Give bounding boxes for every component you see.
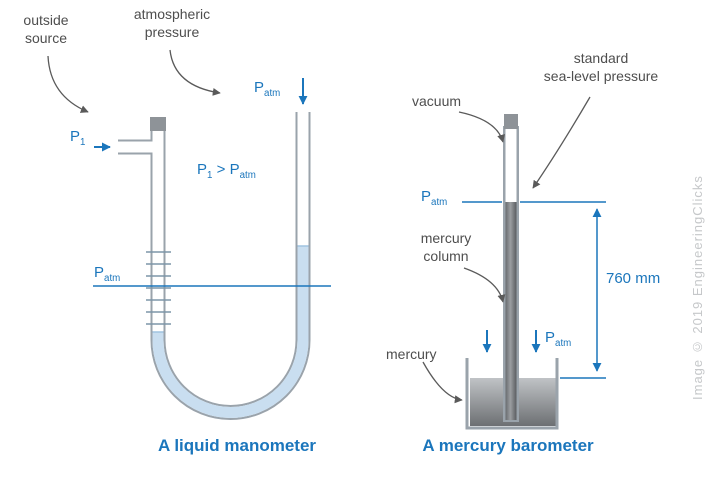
atmospheric-pressure-pointer-arrow	[169, 49, 221, 96]
outside-source-pointer-arrow	[47, 55, 89, 113]
patm-level-label-barometer: Patm	[421, 188, 448, 208]
patm-container-label: Patm	[545, 329, 572, 349]
manometer-u-tube	[150, 112, 311, 420]
manometer-cap	[150, 117, 166, 131]
vacuum-label: vacuum	[412, 93, 462, 109]
vacuum-pointer-arrow	[458, 111, 505, 143]
manometer-drawing	[47, 49, 331, 420]
barometer-drawing	[422, 96, 606, 430]
container-walls	[465, 358, 559, 430]
patm-top-label: Patm	[254, 79, 281, 99]
atmospheric-pressure-label: atmospheric pressure	[133, 6, 211, 40]
outside-source-label: outside source	[23, 12, 69, 46]
manometer-liquid	[152, 246, 309, 418]
manometer-u-tube-bore	[152, 110, 309, 418]
mercury-label: mercury	[386, 346, 437, 362]
mercury-column-pointer-arrow	[463, 267, 506, 303]
column-height-label: 760 mm	[606, 270, 661, 287]
watermark-credit: Image © 2019 EngineeringClicks	[690, 175, 705, 401]
mercury-column-label: mercury column	[420, 230, 472, 264]
mercury-pointer-arrow	[422, 361, 463, 404]
standard-pressure-pointer-arrow	[532, 96, 591, 189]
patm-level-label-manometer: Patm	[94, 264, 121, 284]
standard-sea-level-pressure-label: standard sea-level pressure	[543, 50, 659, 84]
p1-label: P1	[70, 128, 86, 148]
barometer-cap	[504, 114, 518, 129]
manometer-caption: A liquid manometer	[157, 436, 317, 455]
scale-hatch-marks	[146, 251, 171, 325]
barometer-caption: A mercury barometer	[422, 436, 594, 455]
pressure-inequality-label: P1 > Patm	[197, 161, 256, 181]
